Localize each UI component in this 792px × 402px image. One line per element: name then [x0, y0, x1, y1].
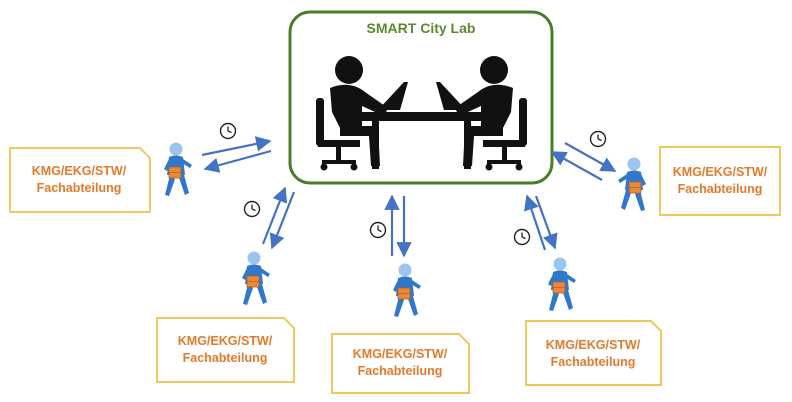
arrow-from-lab-2 [269, 191, 296, 250]
department-label-line1: KMG/EKG/STW/ [672, 165, 768, 179]
courier-person-icon [392, 263, 422, 318]
clock-icon [513, 228, 531, 246]
department-box-5 [659, 146, 781, 216]
clock-icon [243, 200, 261, 218]
department-label-4: KMG/EKG/STW/ Fachabteilung [528, 337, 658, 371]
department-label-line2: Fachabteilung [357, 364, 443, 378]
arrow-to-lab-2 [261, 186, 288, 245]
courier-person-icon [617, 157, 647, 212]
department-box-2 [156, 317, 295, 383]
arrow-to-lab-5 [550, 151, 603, 181]
hub-title: SMART City Lab [366, 20, 476, 36]
department-label-line2: Fachabteilung [550, 355, 636, 369]
department-label-line1: KMG/EKG/STW/ [545, 338, 641, 352]
clock-icon [219, 122, 237, 140]
arrow-from-lab-5 [564, 142, 617, 172]
arrow-to-lab-4 [524, 194, 547, 251]
smart-city-lab-hub [288, 10, 554, 185]
meeting-people-laptops-icon [316, 56, 527, 171]
department-label-line2: Fachabteilung [182, 351, 268, 365]
clock-icon [589, 130, 607, 148]
department-label-line2: Fachabteilung [36, 181, 122, 195]
department-box-1 [9, 147, 151, 213]
department-label-line2: Fachabteilung [677, 182, 763, 196]
department-label-3: KMG/EKG/STW/ Fachabteilung [335, 346, 465, 380]
department-label-line1: KMG/EKG/STW/ [31, 164, 127, 178]
courier-person-icon [241, 251, 271, 306]
arrow-from-lab-4 [534, 195, 558, 250]
arrow-to-lab-1 [201, 136, 272, 157]
arrow-from-lab-1 [203, 149, 272, 173]
department-label-line1: KMG/EKG/STW/ [177, 334, 273, 348]
department-label-5: KMG/EKG/STW/ Fachabteilung [660, 164, 780, 198]
department-label-2: KMG/EKG/STW/ Fachabteilung [160, 333, 290, 367]
courier-person-icon [547, 257, 577, 312]
department-box-3 [331, 333, 470, 394]
clock-icon [369, 221, 387, 239]
courier-person-icon [163, 142, 193, 197]
department-label-1: KMG/EKG/STW/ Fachabteilung [14, 163, 144, 197]
department-label-line1: KMG/EKG/STW/ [352, 347, 448, 361]
department-box-4 [525, 320, 662, 386]
